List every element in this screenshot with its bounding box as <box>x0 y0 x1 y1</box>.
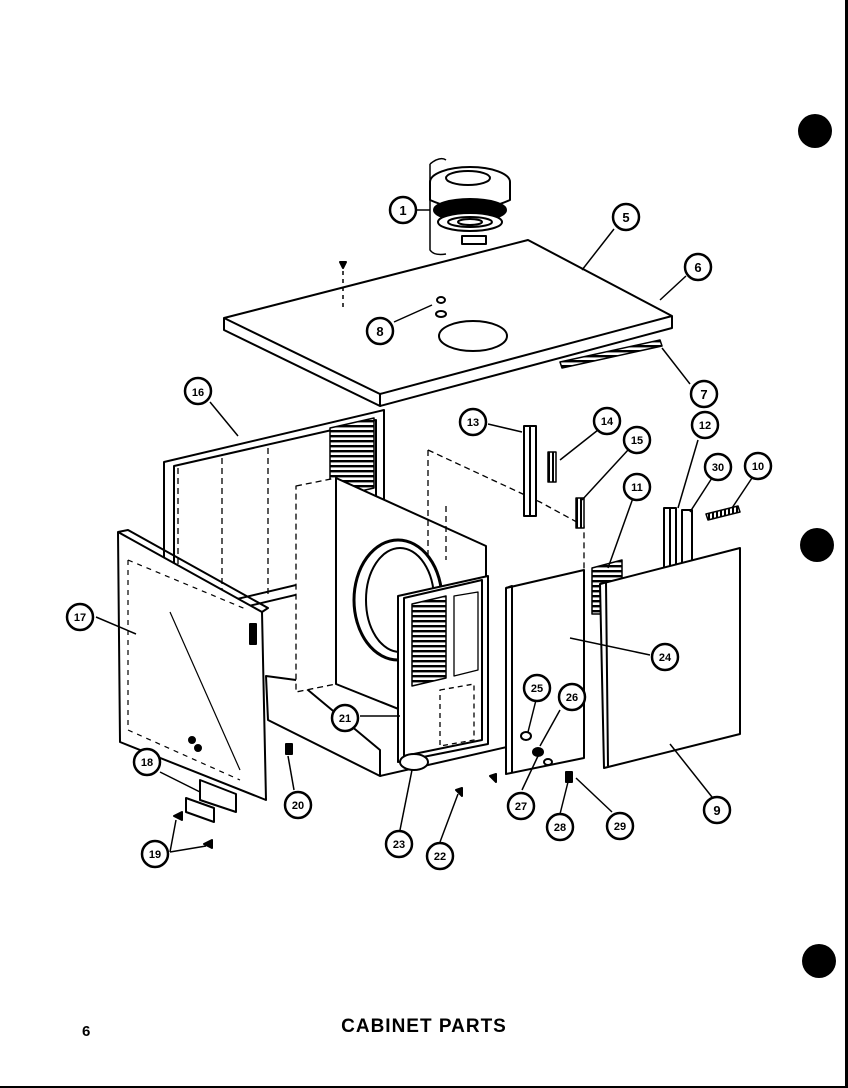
svg-text:18: 18 <box>141 757 153 769</box>
callout-22: 22 <box>425 841 455 871</box>
svg-text:11: 11 <box>631 482 643 494</box>
leader-lines <box>95 209 753 853</box>
svg-text:10: 10 <box>752 461 764 473</box>
svg-text:12: 12 <box>699 420 711 432</box>
callout-26: 26 <box>557 682 587 712</box>
motor-assembly <box>429 157 511 305</box>
callout-13: 13 <box>458 407 488 437</box>
callout-15: 15 <box>622 425 652 455</box>
svg-text:13: 13 <box>467 417 479 429</box>
svg-text:7: 7 <box>700 387 707 402</box>
svg-text:8: 8 <box>376 324 383 339</box>
callout-11: 11 <box>622 472 652 502</box>
svg-text:28: 28 <box>554 822 566 834</box>
callout-28: 28 <box>545 812 575 842</box>
callout-20: 20 <box>283 790 313 820</box>
svg-text:15: 15 <box>631 435 643 447</box>
callout-10: 10 <box>743 451 773 481</box>
front-grille-panel <box>397 575 489 771</box>
svg-text:21: 21 <box>339 713 351 725</box>
callout-21: 21 <box>330 703 360 733</box>
callout-8: 8 <box>365 316 395 346</box>
callout-12: 12 <box>690 410 720 440</box>
svg-text:1: 1 <box>399 203 406 218</box>
callout-6: 6 <box>683 252 713 282</box>
callout-14: 14 <box>592 406 622 436</box>
callout-17: 17 <box>65 602 95 632</box>
svg-text:23: 23 <box>393 839 405 851</box>
svg-text:22: 22 <box>434 851 446 863</box>
svg-text:29: 29 <box>614 821 626 833</box>
svg-text:26: 26 <box>566 692 578 704</box>
callout-16: 16 <box>183 376 213 406</box>
callout-18: 18 <box>132 747 162 777</box>
svg-text:25: 25 <box>531 683 543 695</box>
callout-25: 25 <box>522 673 552 703</box>
svg-text:6: 6 <box>694 260 701 275</box>
binder-hole-bottom <box>802 944 836 978</box>
callout-24: 24 <box>650 642 680 672</box>
callout-9: 9 <box>702 795 732 825</box>
callout-23: 23 <box>384 829 414 859</box>
binder-hole-top <box>798 114 832 148</box>
page-frame-bottom <box>0 1086 848 1088</box>
page-frame-right <box>845 0 848 1088</box>
callout-30: 30 <box>703 452 733 482</box>
callout-7: 7 <box>689 379 719 409</box>
screws <box>173 773 497 849</box>
end-panel <box>117 529 293 823</box>
callout-19: 19 <box>140 839 170 869</box>
svg-text:9: 9 <box>713 803 720 818</box>
callout-1: 1 <box>388 195 418 225</box>
binder-hole-middle <box>800 528 834 562</box>
svg-text:14: 14 <box>601 416 614 428</box>
top-panel <box>223 239 673 407</box>
callout-29: 29 <box>605 811 635 841</box>
page-number: 6 <box>82 1023 91 1040</box>
callout-5: 5 <box>611 202 641 232</box>
callout-group: 1 5 6 8 7 16 13 14 15 12 30 10 11 17 24 … <box>65 195 773 871</box>
svg-text:24: 24 <box>659 652 672 664</box>
callout-27: 27 <box>506 791 536 821</box>
svg-text:5: 5 <box>622 210 629 225</box>
svg-text:17: 17 <box>74 612 86 624</box>
svg-text:27: 27 <box>515 801 527 813</box>
svg-text:20: 20 <box>292 800 304 812</box>
svg-text:19: 19 <box>149 849 161 861</box>
svg-text:30: 30 <box>712 462 724 474</box>
svg-text:16: 16 <box>192 387 204 399</box>
access-panel <box>505 569 585 783</box>
diagram-caption: CABINET PARTS <box>341 1016 507 1037</box>
